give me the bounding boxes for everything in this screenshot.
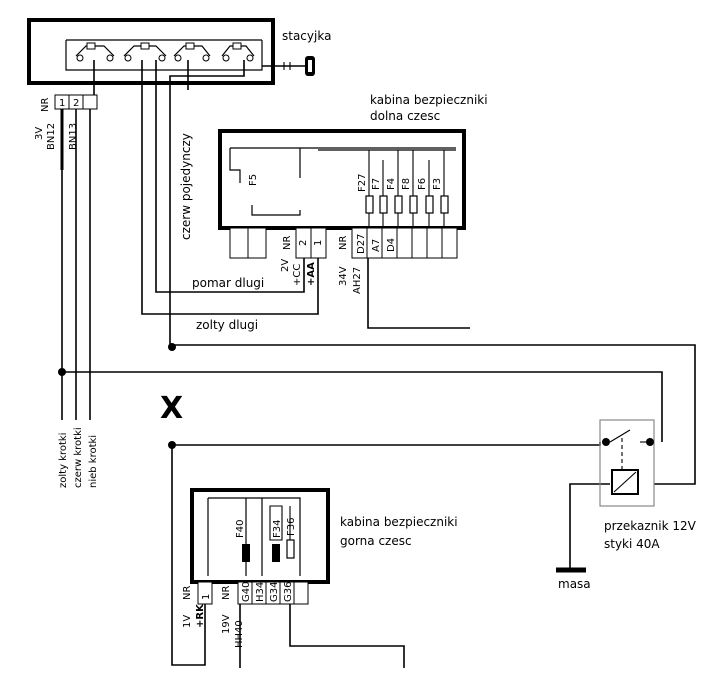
svg-text:F8: F8 xyxy=(401,178,412,190)
upper-conn-g36: G36 xyxy=(283,582,294,602)
lower-fuse-f4: F4 xyxy=(386,150,403,228)
ignition-terminal-label-2: 2 xyxy=(73,98,79,109)
lower-box-label-line2: dolna czesc xyxy=(370,109,440,123)
ignition-pin-label-3v: 3V xyxy=(34,127,45,140)
upper-under-hh40: HH40 xyxy=(234,620,245,648)
switch-contact-4 xyxy=(221,42,255,62)
lower-conn-a7: A7 xyxy=(371,239,382,252)
svg-text:F3: F3 xyxy=(432,178,443,190)
lower-under-cc: +CC xyxy=(292,264,303,286)
switch-contact-3 xyxy=(173,42,211,62)
svg-text:F4: F4 xyxy=(386,178,397,190)
upper-fuse-f34: F34 xyxy=(269,505,283,562)
lower-conn-d4: D4 xyxy=(386,238,397,252)
relay-label-line1: przekaznik 12V xyxy=(604,519,697,533)
ignition-key-icon xyxy=(262,56,315,76)
lower-fuse-f8: F8 xyxy=(401,150,418,228)
svg-text:F6: F6 xyxy=(417,178,428,190)
switch-contact-1 xyxy=(75,42,115,62)
lower-under-ah27: AH27 xyxy=(352,267,363,294)
cut-mark: X xyxy=(160,391,183,426)
ignition-pin-label-nr: NR xyxy=(40,98,51,112)
wire-label-zolty-krotki: zolty krotki xyxy=(58,433,69,488)
upper-fuse-f36: F36 xyxy=(286,506,297,559)
ground-label: masa xyxy=(558,577,591,591)
lower-conn-2: 2 xyxy=(298,240,309,246)
junction-dot-3 xyxy=(168,441,176,449)
upper-conn-g34: G34 xyxy=(269,582,280,602)
wire-label-nieb-krotki: nieb krotki xyxy=(88,435,99,488)
lower-conn-nr-left: NR xyxy=(282,236,293,250)
lower-conn-nr-right: NR xyxy=(338,236,349,250)
lower-under-aa: +AA xyxy=(306,262,317,286)
svg-text:F7: F7 xyxy=(371,178,382,190)
lower-box-label-line1: kabina bezpieczniki xyxy=(370,93,488,107)
svg-text:F40: F40 xyxy=(235,520,246,538)
ignition-label: stacyjka xyxy=(282,29,331,43)
svg-text:F34: F34 xyxy=(272,520,283,538)
wire-label-czerw-pojedynczy: czerw pojedynczy xyxy=(179,133,193,240)
upper-conn-1v: 1V xyxy=(182,615,193,628)
wire-label-bn12: BN12 xyxy=(46,123,57,150)
lower-fuse-f3: F3 xyxy=(432,150,449,228)
lower-fuse-f7: F7 xyxy=(371,160,388,228)
ignition-terminal-3 xyxy=(82,94,98,110)
ignition-switch: stacyjka 1 2 3V NR BN12 BN13 xyxy=(27,18,331,150)
upper-fuse-f40: F40 xyxy=(235,520,250,562)
upper-box-label-line2: gorna czesc xyxy=(340,534,412,548)
upper-conn-h34: H34 xyxy=(255,582,266,602)
ignition-terminal-label-1: 1 xyxy=(59,98,65,109)
svg-text:F27: F27 xyxy=(357,174,368,192)
upper-conn-rk: +RK xyxy=(195,603,206,628)
lower-under-34v: 34V xyxy=(338,266,349,286)
junction-dot-2 xyxy=(58,368,66,376)
wire-label-zolty-dlugi: zolty dlugi xyxy=(196,318,258,332)
upper-conn-g40: G40 xyxy=(241,582,252,602)
upper-conn-nr-left: NR xyxy=(182,586,193,600)
lower-inner-label: F5 xyxy=(248,174,259,186)
svg-text:F36: F36 xyxy=(286,518,297,536)
upper-conn-nr-right: NR xyxy=(221,586,232,600)
wire-label-bn13: BN13 xyxy=(68,123,79,150)
relay-label-line2: styki 40A xyxy=(604,537,660,551)
relay xyxy=(599,419,655,507)
switch-contact-2 xyxy=(123,42,167,62)
lower-fusebox: F5 F27 F7 F4 F8 F6 F xyxy=(218,129,466,294)
upper-box-label-line1: kabina bezpieczniki xyxy=(340,515,458,529)
lower-under-2v: 2V xyxy=(280,259,291,272)
lower-conn-d27: D27 xyxy=(356,234,367,254)
upper-conn-19v: 19V xyxy=(221,614,232,634)
wire-label-czerw-krotki: czerw krotki xyxy=(73,427,84,488)
lower-fuse-f6: F6 xyxy=(417,160,434,228)
upper-conn-1: 1 xyxy=(201,594,212,600)
lower-conn-1: 1 xyxy=(313,240,324,246)
junction-dot-1 xyxy=(168,343,176,351)
lower-fuse-f27: F27 xyxy=(357,150,374,228)
wire-label-pomar-dlugi: pomar dlugi xyxy=(192,276,264,290)
upper-fusebox: F40 F34 F36 1V NR +RK 1 19V NR G40 H34 G… xyxy=(182,488,330,648)
